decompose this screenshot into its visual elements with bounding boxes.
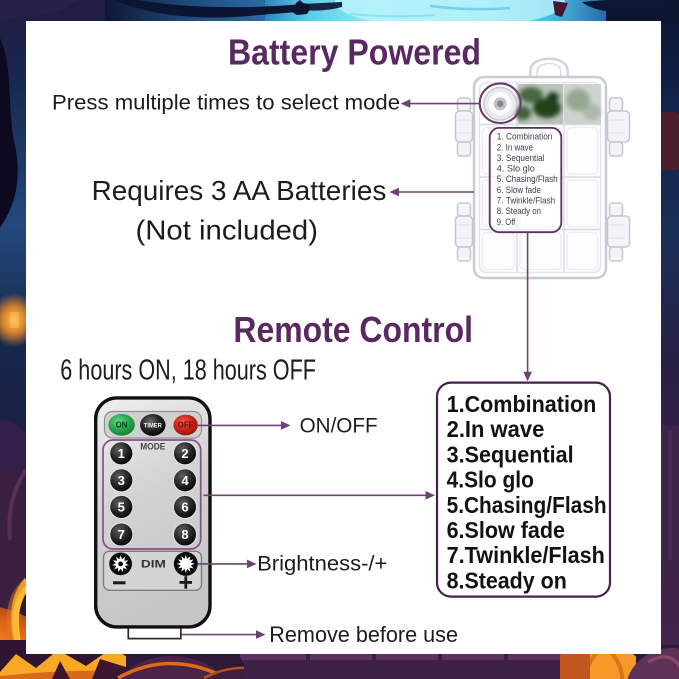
svg-text:1: 1 bbox=[118, 446, 125, 461]
svg-text:2.In wave: 2.In wave bbox=[447, 416, 545, 442]
svg-text:ON: ON bbox=[116, 421, 128, 430]
svg-text:2. In wave: 2. In wave bbox=[497, 142, 533, 152]
svg-text:ON/OFF: ON/OFF bbox=[300, 414, 378, 438]
svg-text:5: 5 bbox=[118, 499, 125, 514]
svg-text:3.Sequential: 3.Sequential bbox=[447, 441, 574, 467]
svg-text:1. Combination: 1. Combination bbox=[497, 131, 553, 141]
svg-text:DIM: DIM bbox=[141, 559, 166, 571]
svg-text:1.Combination: 1.Combination bbox=[447, 391, 597, 417]
svg-text:MODE: MODE bbox=[140, 441, 165, 452]
svg-text:3: 3 bbox=[118, 473, 125, 488]
svg-text:7: 7 bbox=[118, 527, 125, 542]
svg-text:6 hours ON, 18 hours OFF: 6 hours ON, 18 hours OFF bbox=[60, 355, 316, 387]
svg-text:OFF: OFF bbox=[178, 421, 194, 430]
svg-text:3. Sequential: 3. Sequential bbox=[497, 153, 545, 163]
svg-text:Press multiple times to select: Press multiple times to select mode bbox=[52, 91, 400, 115]
svg-text:TIMER: TIMER bbox=[144, 422, 162, 429]
svg-text:6: 6 bbox=[181, 499, 188, 514]
svg-text:7. Twinkle/Flash: 7. Twinkle/Flash bbox=[497, 195, 555, 205]
svg-text:5.Chasing/Flash: 5.Chasing/Flash bbox=[447, 492, 607, 518]
svg-text:4. Slo glo: 4. Slo glo bbox=[497, 164, 535, 174]
svg-text:6.Slow fade: 6.Slow fade bbox=[447, 517, 565, 543]
svg-text:2: 2 bbox=[181, 446, 188, 461]
svg-text:8. Steady on: 8. Steady on bbox=[497, 206, 541, 216]
svg-text:4.Slo glo: 4.Slo glo bbox=[447, 467, 534, 493]
svg-text:6. Slow fade: 6. Slow fade bbox=[497, 185, 541, 195]
svg-text:Remote Control: Remote Control bbox=[233, 309, 473, 350]
svg-text:8: 8 bbox=[181, 527, 188, 542]
svg-text:8.Steady on: 8.Steady on bbox=[447, 568, 567, 594]
svg-text:5. Chasing/Flash: 5. Chasing/Flash bbox=[497, 174, 558, 184]
svg-text:Requires 3 AA Batteries: Requires 3 AA Batteries bbox=[92, 175, 387, 206]
svg-text:7.Twinkle/Flash: 7.Twinkle/Flash bbox=[447, 542, 605, 568]
svg-text:Battery Powered: Battery Powered bbox=[228, 32, 481, 73]
svg-text:4: 4 bbox=[181, 473, 189, 488]
svg-text:(Not included): (Not included) bbox=[136, 215, 319, 246]
svg-text:Remove before use: Remove before use bbox=[269, 622, 458, 647]
svg-text:Brightness-/+: Brightness-/+ bbox=[257, 552, 387, 576]
svg-text:9. Off: 9. Off bbox=[497, 217, 516, 227]
